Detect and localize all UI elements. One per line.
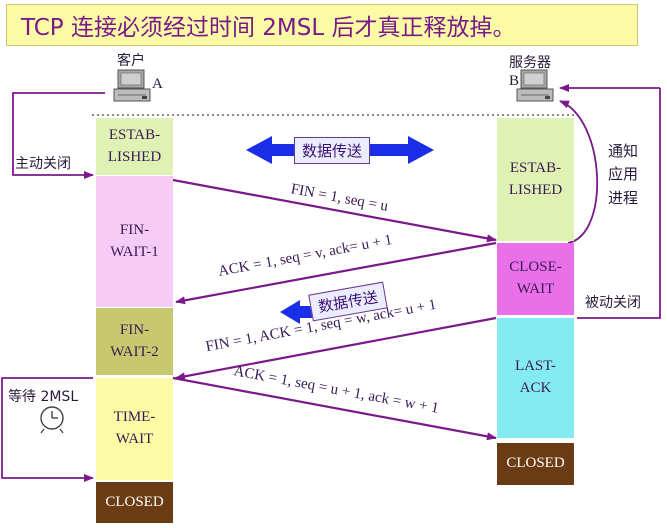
server-state-established: ESTAB- LISHED [497, 118, 574, 241]
passive-close-label: 被动关闭 [585, 295, 641, 311]
page-title: TCP 连接必须经过时间 2MSL 后才真正释放掉。 [6, 4, 638, 46]
wait-2msl-label: 等待 2MSL [8, 389, 79, 405]
data-transfer-box-1: 数据传送 [294, 137, 371, 164]
server-letter: B [509, 73, 520, 89]
client-state-fin-wait-2: FIN- WAIT-2 [96, 308, 173, 375]
client-letter: A [152, 76, 163, 92]
notify-app-curve [559, 100, 599, 244]
clock-icon [40, 406, 64, 434]
client-state-time-wait: TIME- WAIT [96, 378, 173, 480]
server-computer-icon [516, 69, 554, 102]
fin2-arrow [175, 316, 497, 381]
client-state-established: ESTAB- LISHED [96, 118, 173, 175]
client-computer-icon [113, 69, 151, 102]
server-state-close-wait: CLOSE- WAIT [497, 243, 574, 315]
active-close-line [12, 92, 105, 179]
server-state-last-ack: LAST- ACK [497, 318, 574, 438]
notify-app-label: 通知 应用 进程 [608, 142, 639, 207]
fin1-arrow [172, 178, 497, 243]
active-close-label: 主动关闭 [15, 156, 71, 172]
ack2-arrow [172, 376, 497, 441]
server-label: 服务器 [509, 55, 551, 71]
wait-2msl-line [1, 377, 94, 482]
client-state-fin-wait-1: FIN- WAIT-1 [96, 176, 173, 307]
client-state-closed: CLOSED [96, 482, 173, 523]
client-label: 客户 [117, 53, 145, 69]
passive-close-line [577, 88, 661, 319]
ack1-arrow [175, 241, 497, 305]
server-state-closed: CLOSED [497, 443, 574, 485]
